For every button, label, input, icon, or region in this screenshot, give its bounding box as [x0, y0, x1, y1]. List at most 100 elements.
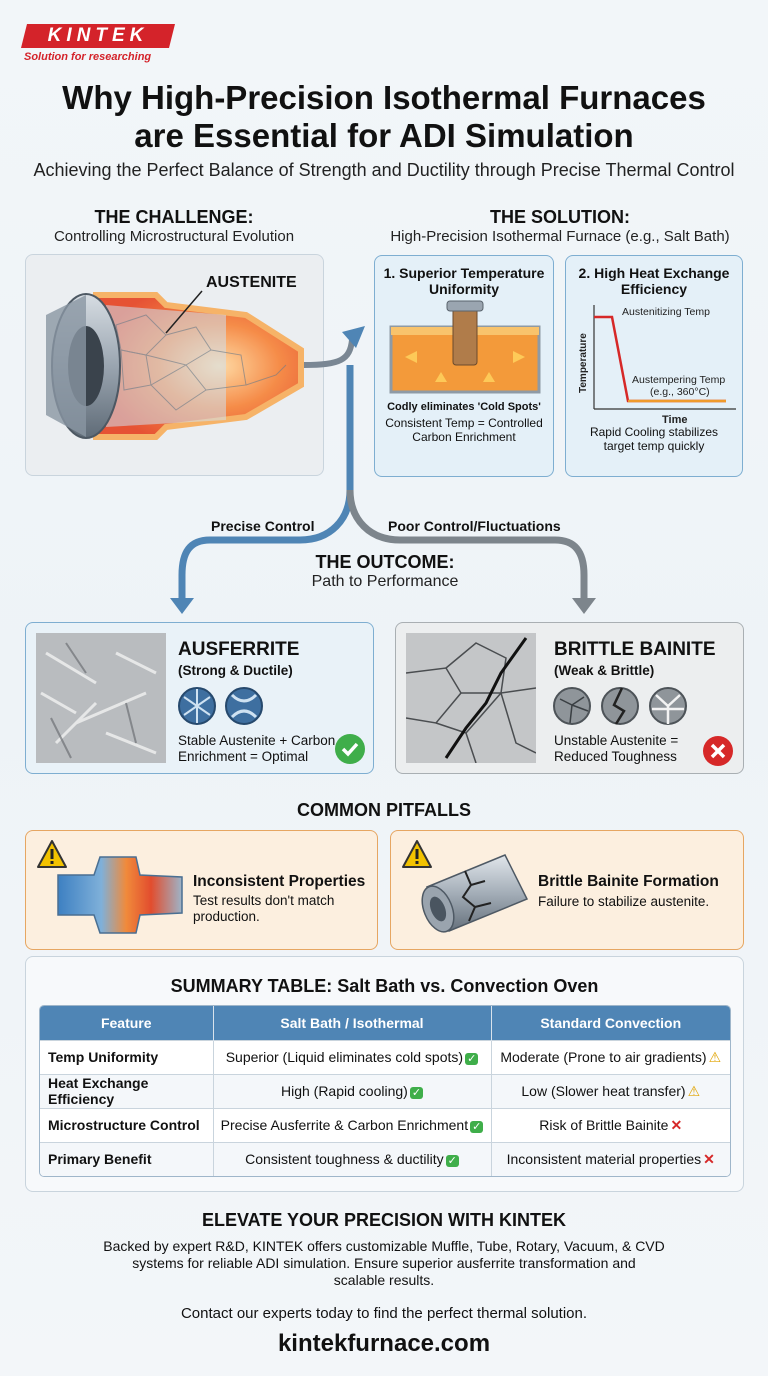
- solution-subheading: High-Precision Isothermal Furnace (e.g.,…: [390, 228, 730, 245]
- check-mark-icon: ✓: [470, 1121, 484, 1133]
- table-cell-text: Primary Benefit: [48, 1151, 152, 1168]
- table-row-feature: Microstructure Control: [40, 1107, 214, 1142]
- table-cell: Low (Slower heat transfer)⚠: [491, 1073, 730, 1108]
- pitfall-inconsistent-text-line1: Test results don't match: [193, 893, 335, 908]
- table-cell: Precise Ausferrite & Carbon Enrichment✓: [213, 1107, 492, 1142]
- path-label-precise: Precise Control: [211, 518, 315, 534]
- outcome-subheading: Path to Performance: [311, 573, 459, 590]
- warning-mark-icon: ⚠: [708, 1048, 722, 1065]
- footer-contact: Contact our experts today to find the pe…: [180, 1305, 588, 1322]
- cross-mark-icon: ✕: [703, 1150, 715, 1167]
- uniformity-title-line1: 1. Superior Temperature: [383, 265, 545, 281]
- table-cell-text: Heat Exchange Efficiency: [48, 1075, 149, 1107]
- pitfall-bainite-title: Brittle Bainite Formation: [538, 873, 719, 890]
- uniformity-text-line2: Carbon Enrichment: [412, 430, 516, 444]
- challenge-subheading: Controlling Microstructural Evolution: [53, 228, 295, 245]
- check-mark-icon: ✓: [409, 1087, 424, 1099]
- bainite-title: BRITTLE BAINITE: [554, 639, 716, 660]
- table-row-feature: Temp Uniformity: [40, 1039, 214, 1074]
- summary-col-header: Salt Bath / Isothermal: [213, 1006, 492, 1040]
- ausferrite-subtitle: (Strong & Ductile): [178, 663, 293, 678]
- bainite-subtitle: (Weak & Brittle): [554, 663, 655, 678]
- flow-arrows: [170, 326, 596, 614]
- pitfall-card-bainite: Brittle Bainite Formation Failure to sta…: [390, 830, 744, 950]
- uniformity-title-line2: Uniformity: [429, 281, 499, 297]
- check-icon: [335, 734, 365, 764]
- warning-icon: [37, 840, 67, 868]
- footer-body: Backed by expert R&D, KINTEK offers cust…: [0, 1238, 768, 1289]
- summary-table: Feature Salt Bath / Isothermal Standard …: [40, 1006, 730, 1176]
- table-cell: Risk of Brittle Bainite✕: [491, 1107, 730, 1142]
- pitfall-inconsistent-title: Inconsistent Properties: [193, 873, 366, 890]
- table-cell-text: Risk of Brittle Bainite: [539, 1116, 669, 1133]
- pitfalls-heading: COMMON PITFALLS: [297, 800, 471, 820]
- footer-heading: ELEVATE YOUR PRECISION WITH KINTEK: [201, 1210, 567, 1230]
- pitfall-bainite-text-line1: Failure to stabilize austenite.: [538, 894, 710, 909]
- brand-logo-text: KINTEK: [47, 25, 149, 46]
- check-mark-icon: ✓: [465, 1053, 479, 1065]
- table-row-feature: Primary Benefit: [40, 1141, 214, 1176]
- page-title-line1: Why High-Precision Isothermal Furnaces: [62, 79, 706, 116]
- page-title-line2: are Essential for ADI Simulation: [134, 117, 634, 154]
- svg-text:Time: Time: [662, 414, 687, 426]
- challenge-heading: THE CHALLENGE:: [94, 207, 254, 227]
- table-cell-text: Inconsistent material properties: [506, 1150, 702, 1167]
- heat-exchange-text-line2: target temp quickly: [603, 439, 705, 453]
- table-cell-text: Consistent toughness & ductility: [245, 1151, 444, 1168]
- ausferrite-text-line1: Stable Austenite + Carbon: [178, 733, 336, 748]
- ausferrite-card: AUSFERRITE (Strong & Ductile) Stable Aus…: [25, 622, 374, 774]
- solution-card-uniformity: 1. Superior Temperature Uniformity Codly…: [374, 255, 554, 477]
- table-cell-text: Microstructure Control: [48, 1117, 200, 1133]
- ausferrite-title: AUSFERRITE: [178, 639, 300, 660]
- table-cell: Superior (Liquid eliminates cold spots)✓: [213, 1039, 492, 1074]
- salt-bath-illustration: [389, 300, 541, 394]
- austenite-part-illustration: AUSTENITE: [46, 274, 304, 440]
- pitfall-card-inconsistent: Inconsistent Properties Test results don…: [25, 830, 378, 950]
- cross-icon: [703, 736, 733, 766]
- path-label-poor: Poor Control/Fluctuations: [388, 518, 561, 534]
- summary-table-wrap: Feature Salt Bath / Isothermal Standard …: [39, 1005, 731, 1177]
- table-row: Microstructure Control Precise Ausferrite…: [40, 1107, 730, 1142]
- austenite-label: AUSTENITE: [206, 274, 297, 291]
- svg-text:(e.g., 360°C): (e.g., 360°C): [650, 386, 710, 398]
- table-cell-text: Superior (Liquid eliminates cold spots): [225, 1049, 464, 1065]
- bainite-text-line1: Unstable Austenite =: [554, 733, 679, 748]
- outcome-heading: THE OUTCOME:: [315, 552, 455, 572]
- bainite-micrograph: [406, 633, 536, 763]
- heat-exchange-title-line1: 2. High Heat Exchange: [578, 265, 730, 281]
- uniformity-text-line1: Consistent Temp = Controlled: [385, 416, 543, 430]
- check-mark-icon: ✓: [445, 1155, 459, 1168]
- heat-exchange-title-line2: Efficiency: [620, 281, 688, 297]
- cracked-cylinder-illustration: [421, 854, 529, 933]
- challenge-card: AUSTENITE: [25, 254, 324, 476]
- footer-url-link[interactable]: kintekfurnace.com: [277, 1330, 491, 1357]
- table-cell-text: Temp Uniformity: [48, 1049, 159, 1065]
- bainite-text-line2: Reduced Toughness: [554, 749, 677, 764]
- table-cell: Moderate (Prone to air gradients)⚠: [491, 1039, 730, 1074]
- summary-heading: SUMMARY TABLE: Salt Bath vs. Convection …: [170, 976, 599, 996]
- ausferrite-structure-icons: [178, 687, 263, 725]
- summary-table-body: Temp Uniformity Superior (Liquid eliminat…: [40, 1039, 730, 1176]
- table-cell: Consistent toughness & ductility✓: [213, 1141, 492, 1176]
- summary-col-header: Standard Convection: [491, 1006, 730, 1040]
- cooling-curve-chart: Austenitizing Temp Austempering Temp (e.…: [578, 305, 736, 426]
- summary-col-header: Feature: [40, 1006, 214, 1040]
- table-row-feature: Heat Exchange Efficiency: [40, 1073, 214, 1108]
- solution-heading: THE SOLUTION:: [490, 207, 630, 227]
- warning-mark-icon: ⚠: [687, 1082, 701, 1099]
- cross-mark-icon: ✕: [670, 1116, 683, 1133]
- summary-table-header-row: Feature Salt Bath / Isothermal Standard …: [40, 1006, 730, 1040]
- svg-text:Temperature: Temperature: [578, 333, 589, 393]
- table-row: Primary Benefit Consistent toughness & du…: [40, 1141, 730, 1176]
- pitfall-inconsistent-text-line2: production.: [193, 909, 260, 924]
- table-cell-text: Moderate (Prone to air gradients): [500, 1048, 707, 1065]
- table-row: Temp Uniformity Superior (Liquid eliminat…: [40, 1039, 730, 1074]
- footer-line2: systems for reliable ADI simulation. Ens…: [132, 1255, 636, 1271]
- footer-line3: scalable results.: [333, 1272, 435, 1288]
- ausferrite-text-line2: Enrichment = Optimal: [178, 749, 309, 764]
- solution-card-heat-exchange: 2. High Heat Exchange Efficiency Austeni…: [565, 255, 743, 477]
- svg-text:Austenitizing Temp: Austenitizing Temp: [622, 306, 710, 318]
- warning-icon: [402, 840, 432, 868]
- ausferrite-micrograph: [36, 633, 166, 763]
